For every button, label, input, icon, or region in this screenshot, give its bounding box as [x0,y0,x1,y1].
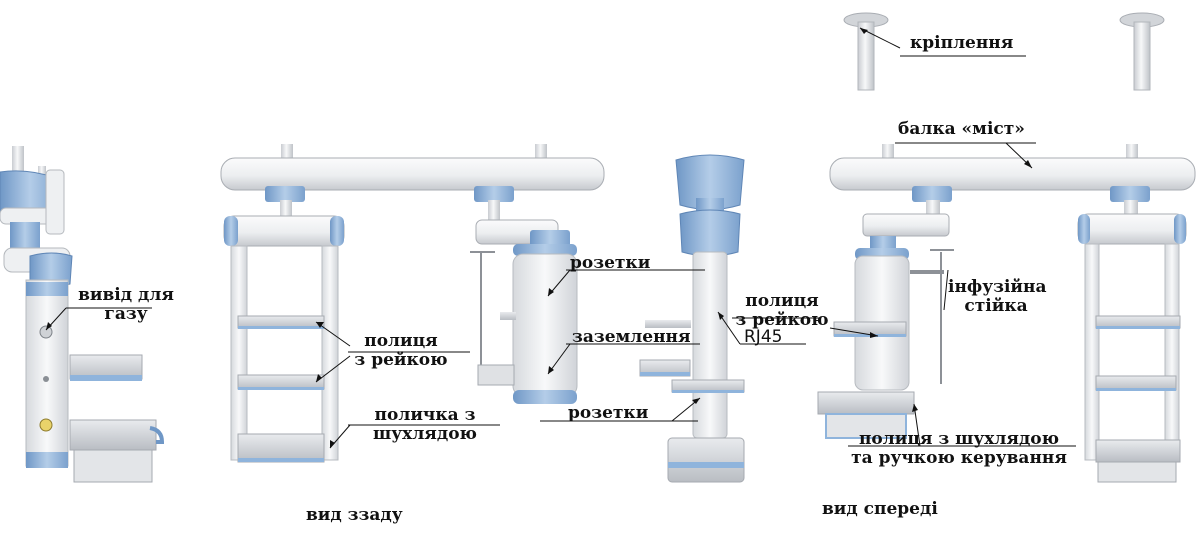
label-drawer-shelf: поличка з шухлядою [362,406,488,444]
label-mount: кріплення [910,33,1014,53]
label-rj45: RJ45 [744,327,783,347]
label-rail-shelf-mid-line2: з рейкою [735,310,829,330]
label-rail-shelf-mid-line1: полиця [745,291,819,311]
label-rail-shelf-rear-line2: з рейкою [354,350,448,370]
label-grounding: заземлення [572,327,691,347]
label-rail-shelf-mid: полиця з рейкою [734,292,830,330]
label-sockets-bottom: розетки [568,403,649,423]
side-view-unit [0,146,165,483]
ceiling-mount-right [1119,12,1165,91]
column-pendant-unit [639,154,745,483]
label-rail-shelf-rear: полиця з рейкою [346,332,456,370]
front-view-unit [817,144,1196,483]
label-bridge-beam: балка «міст» [898,119,1025,139]
label-infusion-stand-line1: інфузійна [948,277,1047,297]
rear-view-unit [220,144,605,463]
label-sockets-top: розетки [570,253,651,273]
label-drawer-control-shelf-line2: та ручкою керування [851,448,1067,468]
leader-lines [45,27,1076,449]
caption-rear-view: вид ззаду [306,505,403,525]
caption-front-view: вид спереді [822,499,938,519]
label-gas-outlet-line1: вивід для [78,285,174,305]
label-drawer-shelf-line2: шухлядою [373,424,477,444]
label-infusion-stand: інфузійна стійка [948,277,1047,316]
label-drawer-shelf-line1: поличка з [374,405,476,425]
label-drawer-control-shelf-line1: полиця з шухлядою [858,429,1060,449]
arrowheads [46,28,1032,448]
label-gas-outlet: вивід для газу [70,286,182,324]
label-gas-outlet-line2: газу [104,304,148,324]
ceiling-mount-left [843,12,889,91]
label-rail-shelf-rear-line1: полиця [364,331,438,351]
label-infusion-stand-line2: стійка [964,296,1028,316]
label-drawer-control-shelf: полиця з шухлядою та ручкою керування [832,430,1086,468]
